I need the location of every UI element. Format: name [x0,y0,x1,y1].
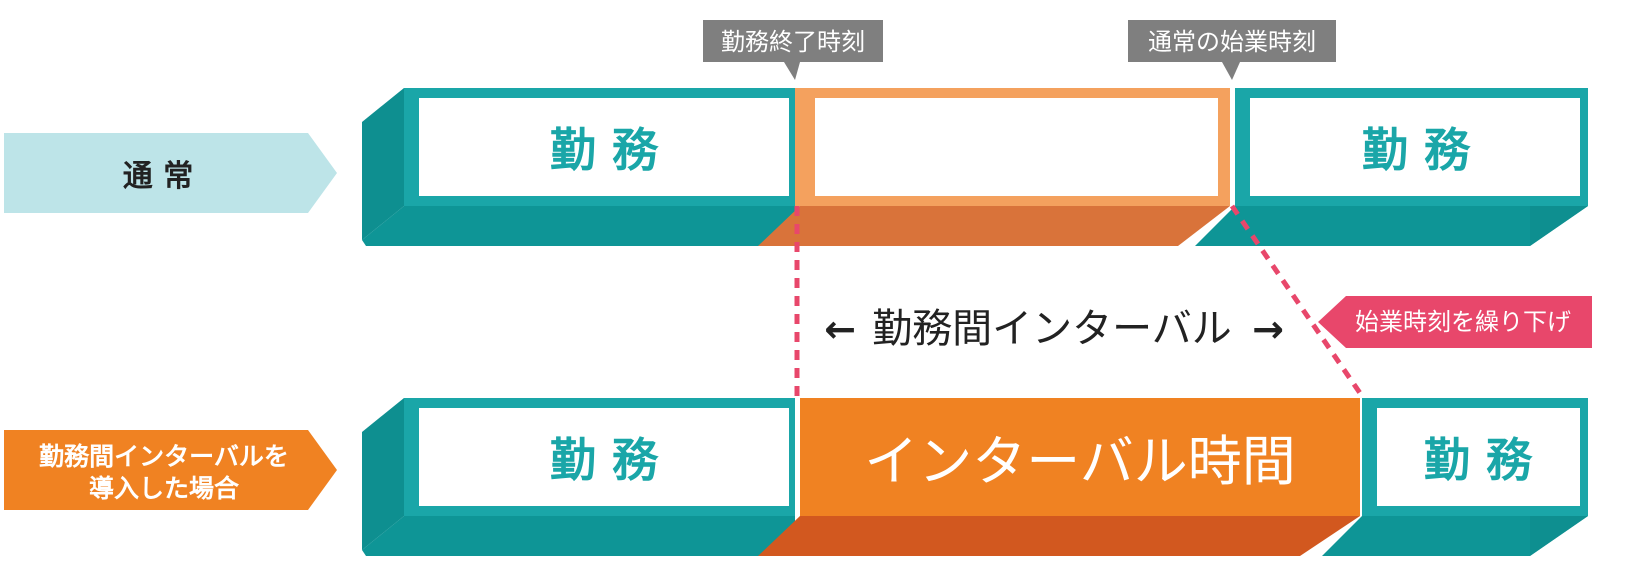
interval-arrow-right: → [1252,307,1284,351]
interval-row-label-line1: 勤務間インターバルを [39,442,289,471]
interval-row-label-line2: 導入した場合 [89,474,240,503]
interval-work-block-2: 勤 務 [1322,398,1588,556]
start-time-pushed-back-callout: 始業時刻を繰り下げ [1318,296,1592,348]
normal-gap-block [758,88,1230,246]
interval-work-label-2: 勤 務 [1424,433,1533,487]
interval-work-label-1: 勤 務 [550,433,659,487]
work-end-time-callout: 勤務終了時刻 [703,20,883,80]
normal-work-label-1: 勤 務 [550,123,659,177]
normal-start-time-text: 通常の始業時刻 [1148,28,1316,56]
interval-row-tag [4,430,337,510]
work-end-time-text: 勤務終了時刻 [721,28,865,56]
interval-arrow-left: ← [824,307,856,351]
dashed-guide-right [1229,204,1365,398]
normal-row-label: 通 常 [123,159,193,194]
normal-work-block-1: 勤 務 [362,88,795,246]
interval-arrow-label: 勤務間インターバル [872,306,1232,352]
normal-work-block-2: 勤 務 [1195,88,1588,246]
interval-time-block: インターバル時間 [758,398,1360,556]
normal-work-label-2: 勤 務 [1362,123,1471,177]
interval-time-label: インターバル時間 [864,430,1295,493]
normal-row-tag [4,133,337,213]
normal-start-time-callout: 通常の始業時刻 [1128,20,1336,80]
interval-work-block-1: 勤 務 [362,398,795,556]
start-time-pushed-back-text: 始業時刻を繰り下げ [1355,308,1571,336]
